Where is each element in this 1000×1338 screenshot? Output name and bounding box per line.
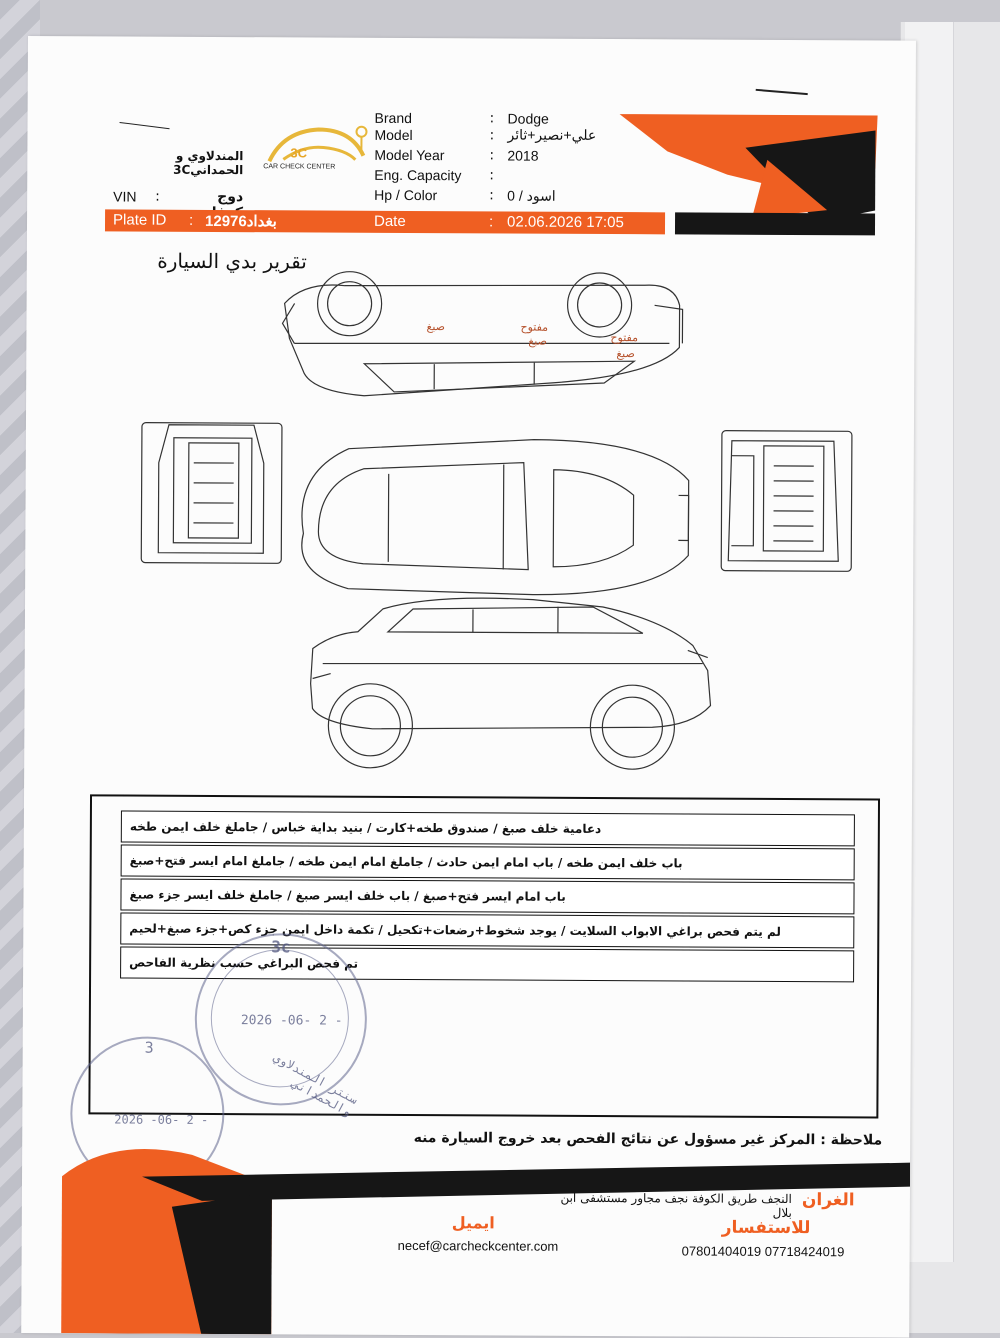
diagram-mark-3-top: مفتوح [610,331,638,344]
inspection-report-sheet: 3C CAR CHECK CENTER المندلاوي و الحمداني… [21,36,916,1338]
header-bar-black [675,212,875,235]
stamp-number: 3 [145,1039,154,1057]
diagram-mark-2-bottom: صبغ [528,335,547,348]
note-row-3: باب امام ايسر فتح+صبغ / باب خلف ايسر صبغ… [120,878,854,914]
note-text-3: باب امام ايسر فتح+صبغ / باب خلف ايسر صبغ… [129,888,565,904]
note-row-1: دعامية خلف صبغ / صندوق طخه+كارت / بنيد ب… [121,810,855,846]
plate-colon: : [189,212,193,229]
date-label: Date [374,213,406,230]
colon-brand: : [490,110,495,126]
stamp-3c-text: 3c [271,937,290,956]
stamp-date-1: 2026 -06- 2 - [241,1013,343,1029]
diagram-mark-2-top: مفتوح [520,321,548,334]
contact-label: للاستفسار [722,1218,811,1238]
field-label-eng-capacity: Eng. Capacity [374,167,461,183]
field-value-model-year: 2018 [507,148,538,164]
car-rear-view [721,431,852,572]
note-text-2: باب خلف ايمن طخه / باب امام ايمن حادث / … [130,854,683,871]
field-value-brand: Dodge [508,111,549,127]
colon-model: : [489,127,494,143]
date-value: 02.06.2026 17:05 [507,214,624,232]
note-row-4: لم يتم فحص براغي الابواب السلايت / يوجد … [120,912,854,948]
company-name: المندلاوي و الحمداني3C [113,148,243,177]
field-label-model-year: Model Year [374,147,444,163]
colon-eng-capacity: : [489,167,494,183]
vin-colon: : [155,189,160,205]
car-front-view [141,423,282,564]
car-body-diagram [132,263,855,787]
colon-hp-color: : [489,187,494,203]
stamp-date-2: 2026 -06- 2 - [114,1112,208,1126]
phone-numbers[interactable]: 07801404019 07718424019 [682,1243,845,1259]
diagram-mark-3-bottom: صبغ [616,347,635,360]
email-link[interactable]: necef@carcheckcenter.com [398,1238,559,1254]
address-text: النجف طريق الكوفة نجف مجاور مستشفى ابن ب… [542,1191,792,1220]
field-value-model: علي+نصير+ثائر [507,127,627,145]
note-text-4: لم يتم فحص براغي الابواب السلايت / يوجد … [129,922,781,939]
field-label-hp-color: Hp / Color [374,187,437,203]
car-side-bottom-view [310,597,711,769]
field-label-brand: Brand [375,110,412,126]
diagram-mark-1: صبغ [426,320,445,333]
plate-label: Plate ID [113,211,166,228]
branch-label: الغران [802,1190,855,1210]
car-top-view [302,438,689,595]
vin-label: VIN [113,188,136,204]
colon-model-year: : [489,147,494,163]
field-value-hp-color: 0 / اسود [507,188,556,205]
email-label: ايميل [452,1213,495,1232]
plate-value: بغداد12976 [205,212,277,230]
note-row-2: باب خلف ايمن طخه / باب امام ايمن حادث / … [121,844,855,880]
date-colon: : [489,213,493,230]
logo-caption: CAR CHECK CENTER [263,163,335,170]
note-text-1: دعامية خلف صبغ / صندوق طخه+كارت / بنيد ب… [130,820,601,836]
field-label-model: Model [374,127,412,143]
logo-text: 3C [290,145,307,160]
